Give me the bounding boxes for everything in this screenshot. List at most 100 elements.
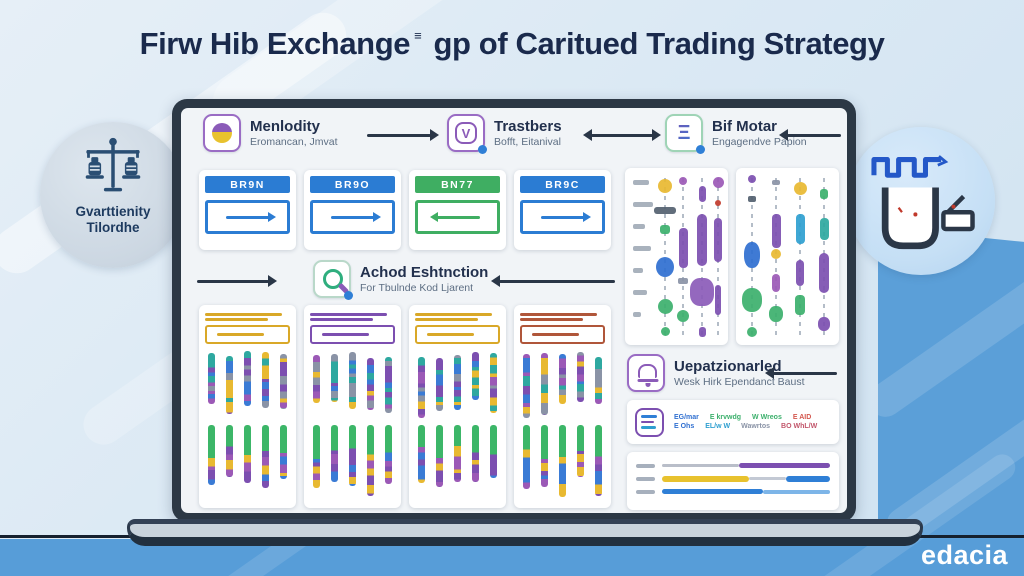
accent-box — [205, 325, 290, 344]
candlestick — [541, 352, 548, 415]
line-glyph — [641, 415, 657, 418]
candlestick — [226, 355, 233, 415]
candlestick — [262, 351, 269, 408]
data-blob — [796, 260, 804, 287]
candlestick — [436, 357, 443, 412]
laptop-screen-content: Menlodity Eromancan, Jmvat V Trastbers B… — [181, 108, 847, 513]
flow-step-subtitle: For Tbulnde Kod Ljarent — [360, 282, 474, 295]
data-blob — [772, 274, 780, 293]
legend-chip: E AID — [792, 413, 812, 421]
mini-card-label: BN77 — [415, 176, 500, 193]
candlestick — [331, 425, 338, 482]
data-blob — [818, 316, 830, 331]
candlestick — [418, 356, 425, 419]
arrow-both-icon — [583, 129, 661, 141]
candlestick — [226, 425, 233, 478]
candlestick — [523, 354, 530, 418]
data-blob — [819, 217, 829, 240]
accent-line — [520, 313, 597, 316]
data-blob — [771, 214, 781, 249]
flow-step-trastbers: V Trastbers Bofft, Eitanival — [447, 114, 562, 154]
list-dash — [633, 180, 649, 185]
progress-row — [636, 459, 830, 472]
flow-step-bif-motar: Ξ Bif Motar Engagendve Papion — [665, 114, 807, 154]
data-blob — [771, 249, 781, 260]
candle-row-top — [520, 351, 605, 418]
accent-line — [205, 313, 282, 316]
candlestick — [208, 425, 215, 486]
status-dot — [344, 291, 353, 300]
bell-glyph — [638, 364, 657, 378]
line-glyph — [641, 420, 654, 424]
data-panel-row — [625, 168, 839, 345]
trend-arrow-icon — [330, 211, 381, 222]
candlestick — [313, 425, 320, 488]
accent-box-line — [216, 333, 264, 336]
candlestick — [559, 353, 566, 405]
legend-chip: E krvwdg — [709, 413, 742, 421]
data-blob — [660, 327, 670, 337]
data-blob — [660, 224, 670, 234]
accent-line — [415, 313, 492, 316]
candlestick — [385, 356, 392, 413]
accent-line — [205, 318, 268, 321]
accent-box — [415, 325, 500, 344]
data-blob — [772, 180, 780, 186]
balance-scale-icon — [85, 137, 141, 192]
background-texture — [878, 246, 1024, 424]
candlestick — [523, 425, 530, 490]
candlestick — [490, 425, 497, 478]
progress-track — [662, 463, 830, 468]
progress-segment — [762, 489, 830, 494]
candle-row-bottom — [520, 425, 605, 497]
candlestick — [262, 425, 269, 488]
candlestick — [331, 354, 338, 403]
progress-track — [662, 489, 830, 494]
arrow-right-icon — [367, 129, 439, 141]
data-blob — [748, 175, 756, 184]
data-blob — [793, 182, 807, 196]
laptop-screen: Menlodity Eromancan, Jmvat V Trastbers B… — [172, 99, 856, 522]
shield-glyph: V — [455, 122, 477, 144]
trend-arrow-icon — [429, 211, 480, 222]
accent-box-line — [531, 333, 579, 336]
flow-step-text: Achod Eshtnction For Tbulnde Kod Ljarent — [360, 264, 488, 294]
mini-card: BN77 — [409, 170, 506, 250]
candlestick — [367, 425, 374, 496]
flow-step-text: Uepatzionarled Wesk Hirk Ependanct Baust — [674, 358, 805, 388]
data-blob — [715, 284, 721, 315]
data-blob — [697, 214, 707, 267]
data-blob — [698, 185, 706, 202]
data-blob — [677, 309, 689, 322]
accent-line — [310, 318, 373, 321]
arrow-left-icon — [779, 129, 841, 141]
bell-icon — [627, 354, 665, 392]
data-blob — [769, 306, 783, 323]
progress-segment — [662, 464, 740, 467]
data-blob — [678, 228, 688, 269]
legend-chip: E Ohs — [674, 423, 695, 431]
candlestick — [244, 425, 251, 483]
trend-box — [310, 200, 395, 234]
arrow-left-icon — [491, 275, 615, 287]
data-blob — [657, 298, 673, 314]
data-blob — [712, 176, 724, 188]
flow-step-subtitle: Bofft, Eitanival — [494, 136, 561, 149]
trend-box — [205, 200, 290, 234]
trend-box — [520, 200, 605, 234]
accent-box — [520, 325, 605, 344]
trend-arrow-icon — [225, 211, 276, 222]
flow-step-subtitle: Engagendve Papion — [712, 136, 807, 149]
list-dash — [633, 268, 643, 273]
background-blue-right — [878, 228, 1024, 576]
candlestick — [577, 351, 584, 403]
progress-segment — [662, 475, 750, 482]
progress-segment — [662, 489, 763, 494]
trend-box — [415, 200, 500, 234]
data-blob — [747, 327, 757, 338]
candle-row-top — [310, 351, 395, 417]
